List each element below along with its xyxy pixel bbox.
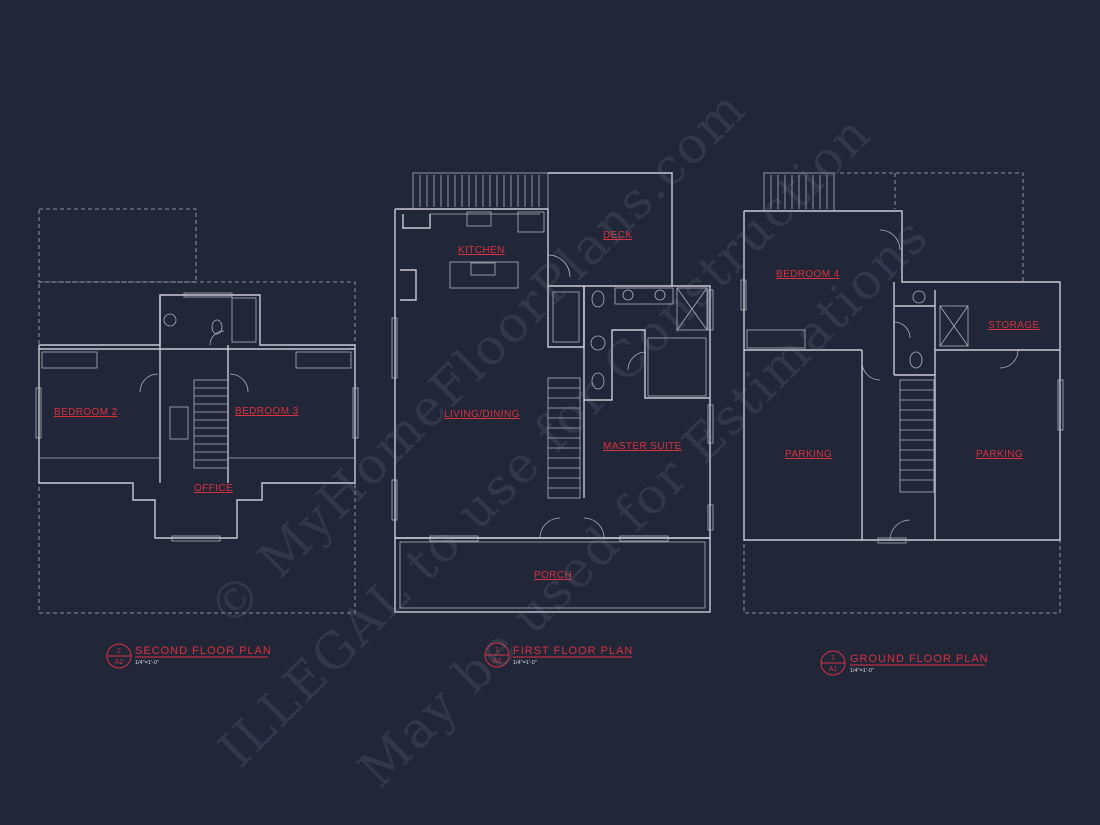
toilet-icon: [591, 372, 605, 390]
plan-scale: 1/4"=1'-0": [135, 660, 159, 666]
plan-scale: 1/4"=1'-0": [850, 668, 874, 674]
stair-treads: [770, 175, 828, 209]
stair-icon: [193, 379, 229, 469]
door-swing: [229, 373, 249, 393]
window-icon: [391, 317, 398, 379]
door-swing: [879, 229, 901, 251]
watermark: © MyHomeFloorPlans.com ILLEGAL to use fo…: [197, 79, 939, 799]
window-icon: [707, 404, 714, 444]
window-icon: [740, 279, 747, 311]
plan-number: 2: [117, 648, 121, 655]
sink-icon: [654, 289, 666, 301]
closet-bed3: [295, 351, 352, 369]
pantry-shelves: [552, 291, 580, 343]
room-label-kitchen: KITCHEN: [458, 245, 505, 256]
room-label-bedroom-2: BEDROOM 2: [54, 407, 118, 418]
toilet-icon: [591, 290, 605, 308]
door-swing: [889, 519, 911, 541]
window-icon: [183, 292, 233, 298]
room-label-bedroom-3: BEDROOM 3: [235, 406, 299, 417]
plan-title-second-floor: SECOND FLOOR PLAN: [135, 645, 272, 657]
kitchen-sink-icon: [470, 262, 496, 276]
deck-above-outline: [840, 172, 1024, 282]
second-floor-plan: BEDROOM 2 BEDROOM 3 OFFICE 2 A2 SECOND F…: [35, 208, 359, 669]
room-label-bedroom-4: BEDROOM 4: [776, 269, 840, 280]
room-label-storage: STORAGE: [988, 320, 1040, 331]
closet-bed2: [41, 351, 98, 369]
plan-scale: 1/4"=1'-0": [513, 660, 537, 666]
range-icon: [466, 211, 492, 227]
shower-icon: [939, 305, 969, 347]
window-icon: [352, 387, 359, 439]
plan-sheet: A2: [493, 658, 502, 665]
window-icon: [1057, 379, 1064, 431]
closet-bed4: [746, 329, 806, 349]
door-swing: [547, 254, 571, 278]
stair-treads: [419, 175, 540, 207]
stair-treads: [900, 389, 934, 481]
wall-line: [402, 214, 431, 229]
plan-sheet: A2: [115, 659, 124, 666]
window-icon: [707, 504, 714, 531]
window-icon: [35, 387, 42, 439]
plan-number: 1: [495, 647, 499, 654]
watermark-line-1: © MyHomeFloorPlans.com: [197, 79, 757, 639]
sink-icon: [622, 289, 634, 301]
stair-treads: [194, 387, 228, 461]
ground-floor-walls: [743, 210, 1061, 541]
shower-icon: [676, 287, 708, 331]
porch-rail: [399, 541, 706, 609]
shower-diagonal: [939, 305, 969, 347]
ground-floor-plan: BEDROOM 4 STORAGE PARKING PARKING 1 A1 G…: [740, 172, 1064, 676]
rear-stair-icon: [412, 172, 549, 210]
door-swing: [627, 351, 647, 371]
room-label-porch: PORCH: [534, 570, 572, 581]
room-label-parking-right: PARKING: [976, 449, 1023, 460]
watermark-line-2: ILLEGAL to use for Construction: [207, 104, 882, 779]
room-label-parking-left: PARKING: [785, 449, 832, 460]
stair-icon: [899, 379, 935, 493]
toilet-icon: [909, 351, 923, 369]
door-swing: [539, 517, 561, 539]
shower-diagonal: [676, 287, 708, 331]
first-floor-plan: KITCHEN DECK LIVING/DINING MASTER SUITE …: [391, 172, 714, 668]
porch-outline: [394, 537, 711, 613]
roof-outline-upper: [38, 208, 197, 283]
skylight-icon: [169, 406, 189, 440]
plan-sheet: A1: [829, 666, 838, 673]
second-floor-walls: [38, 294, 356, 539]
kitchen-island: [449, 261, 519, 289]
door-swing: [139, 373, 159, 393]
window-icon: [391, 479, 398, 521]
vanity-icon: [614, 287, 674, 305]
sink-icon: [163, 313, 177, 327]
window-icon: [877, 537, 907, 544]
plan-number: 1: [831, 655, 835, 662]
wall-line: [400, 269, 417, 301]
room-label-master-suite: MASTER SUITE: [603, 441, 682, 452]
fridge-icon: [517, 211, 545, 233]
plan-title-ground-floor: GROUND FLOOR PLAN: [850, 653, 989, 665]
door-swing: [583, 517, 605, 539]
stair-treads: [548, 387, 580, 489]
room-label-deck: DECK: [603, 230, 632, 241]
door-swing: [999, 349, 1019, 369]
sink-icon: [590, 335, 606, 351]
bathtub-icon: [231, 297, 257, 343]
deck-outline: [548, 172, 673, 286]
window-icon: [707, 289, 714, 331]
sink-icon: [912, 290, 926, 304]
door-swing: [893, 321, 911, 339]
room-label-office: OFFICE: [194, 483, 233, 494]
bathtub-icon: [647, 337, 707, 397]
door-swing: [861, 361, 881, 381]
watermark-line-3: May be used for Estimations: [347, 206, 939, 798]
door-swing: [209, 330, 225, 346]
window-icon: [171, 535, 221, 542]
toilet-icon: [211, 319, 223, 335]
room-label-living-dining: LIVING/DINING: [444, 409, 520, 420]
porch-above-outline: [743, 539, 1061, 614]
plan-title-first-floor: FIRST FLOOR PLAN: [513, 645, 633, 657]
